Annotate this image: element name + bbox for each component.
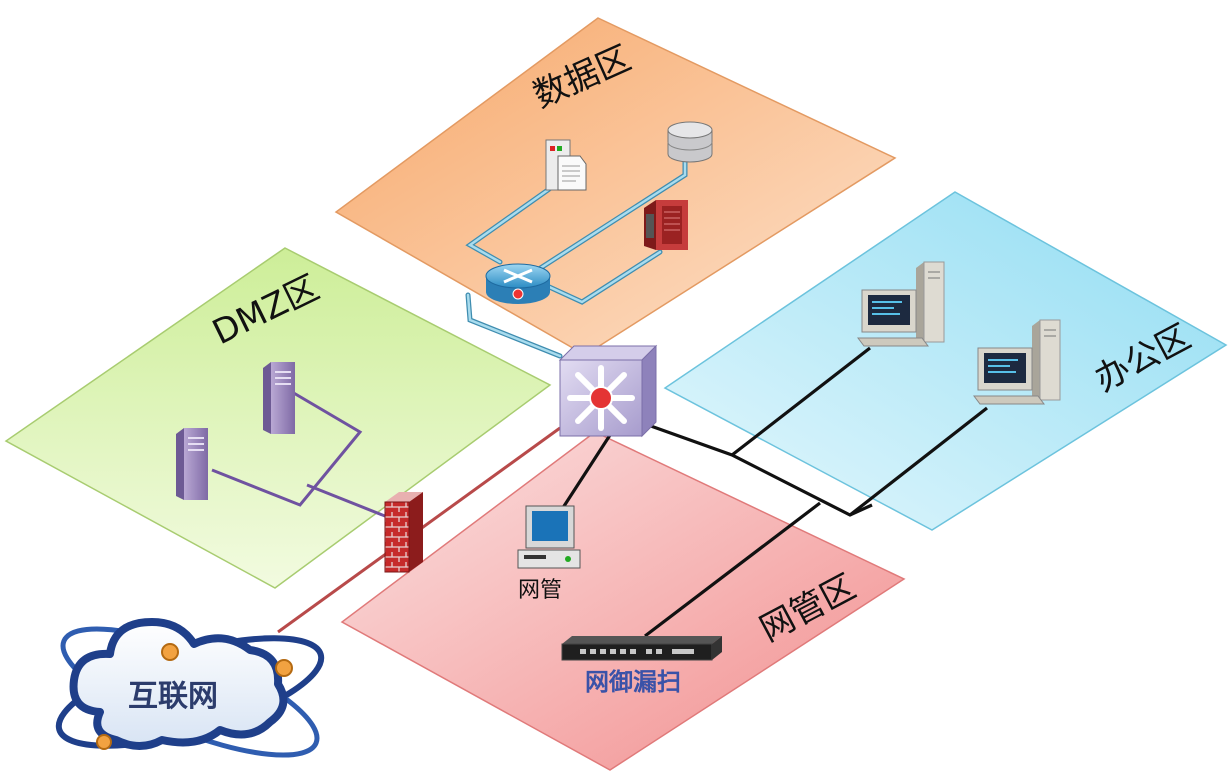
router-icon (485, 263, 551, 304)
mgmt-pc-label: 网管 (518, 578, 562, 603)
database-icon (667, 121, 713, 163)
firewall-icon (384, 492, 423, 573)
office-zone-plane (663, 191, 1228, 531)
mgmt-zone-plane (340, 431, 906, 771)
web-server-icon (545, 139, 587, 191)
storage-server-icon (644, 200, 688, 250)
internet-label: 互联网 (128, 679, 218, 714)
switch-links (553, 346, 988, 638)
tower-server-icon (263, 362, 295, 434)
workstation-icon (857, 261, 945, 347)
tower-server-icon (176, 428, 208, 500)
scanner-label: 网御漏扫 (585, 668, 681, 696)
management-pc-icon (517, 505, 581, 569)
dmz-zone-links (211, 390, 396, 522)
internet-cloud-icon (55, 618, 325, 758)
core-switch-icon (558, 344, 658, 438)
workstation-icon (973, 319, 1061, 405)
rack-scanner-icon (561, 636, 722, 661)
data-zone-links (465, 154, 688, 359)
